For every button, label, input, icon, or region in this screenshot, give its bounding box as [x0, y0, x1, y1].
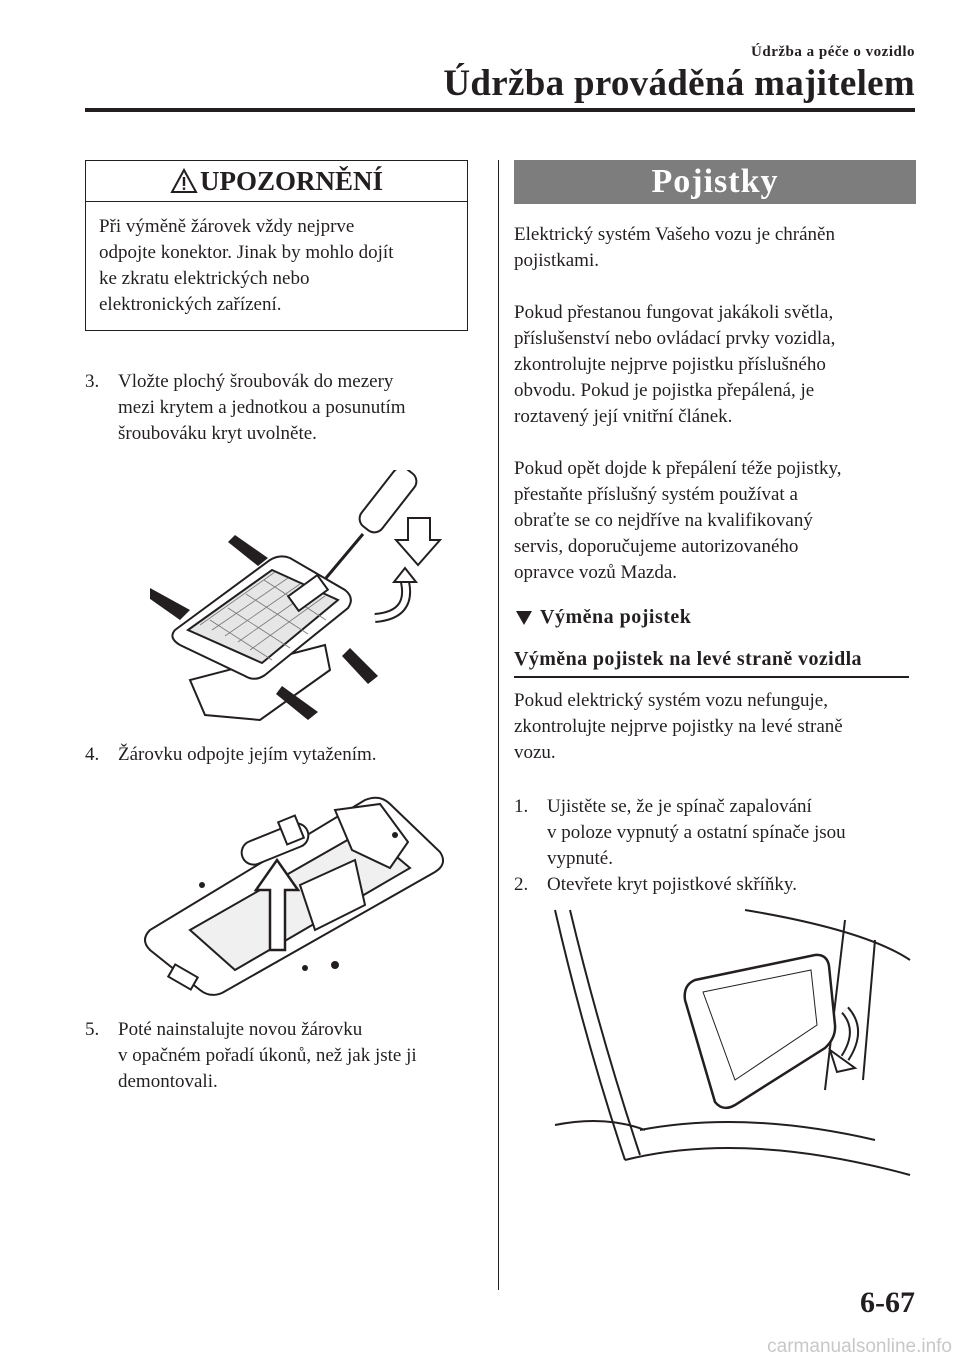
- paragraph-line: Pokud přestanou fungovat jakákoli světla…: [514, 302, 834, 323]
- step-line: v poloze vypnutý a ostatní spínače jsou: [547, 822, 846, 843]
- paragraph-line: roztavený její vnitřní článek.: [514, 406, 733, 427]
- step-line: šroubováku kryt uvolněte.: [118, 423, 317, 444]
- step-text: Vložte plochý šroubovák do mezery mezi k…: [118, 369, 406, 447]
- step-text: Žárovku odpojte jejím vytažením.: [118, 742, 377, 768]
- page-title: Údržba prováděná majitelem: [443, 63, 915, 104]
- paragraph-line: zkontrolujte nejprve pojistky na levé st…: [514, 716, 843, 737]
- step-line: Poté nainstalujte novou žárovku: [118, 1019, 363, 1040]
- fuse-step-1: 1. Ujistěte se, že je spínač zapalování …: [514, 794, 916, 874]
- step-4: 4. Žárovku odpojte jejím vytažením.: [85, 742, 485, 770]
- step-line: Vložte plochý šroubovák do mezery: [118, 371, 394, 392]
- step-number: 5.: [85, 1019, 100, 1040]
- caution-line: Při výměně žárovek vždy nejprve: [99, 216, 355, 237]
- fuses-paragraph-3: Pokud opět dojde k přepálení téže pojist…: [514, 456, 916, 586]
- step-line: mezi krytem a jednotkou a posunutím: [118, 397, 406, 418]
- subsubheading-rule: [514, 676, 909, 678]
- fuses-paragraph-4: Pokud elektrický systém vozu nefunguje, …: [514, 688, 916, 766]
- section-banner: Pojistky: [514, 160, 916, 204]
- caution-box: UPOZORNĚNÍ Při výměně žárovek vždy nejpr…: [85, 160, 468, 331]
- fuses-paragraph-2: Pokud přestanou fungovat jakákoli světla…: [514, 300, 916, 430]
- step-line: v opačném pořadí úkonů, než jak jste ji: [118, 1045, 417, 1066]
- fuse-box-cover-illustration: [554, 909, 911, 1176]
- paragraph-line: Pokud elektrický systém vozu nefunguje,: [514, 690, 828, 711]
- paragraph-line: přestaňte příslušný systém používat a: [514, 484, 798, 505]
- step-line: Ujistěte se, že je spínač zapalování: [547, 796, 812, 817]
- fuses-intro: Elektrický systém Vašeho vozu je chráněn…: [514, 222, 916, 274]
- paragraph-line: opravce vozů Mazda.: [514, 562, 678, 583]
- triangle-down-icon: [516, 610, 532, 625]
- caution-heading: UPOZORNĚNÍ: [86, 161, 467, 202]
- paragraph-line: obvodu. Pokud je pojistka přepálená, je: [514, 380, 815, 401]
- paragraph-line: zkontrolujte nejprve pojistku příslušnéh…: [514, 354, 826, 375]
- step-text: Ujistěte se, že je spínač zapalování v p…: [547, 794, 846, 872]
- lamp-cover-screwdriver-illustration: [150, 470, 443, 722]
- page-number: 6-67: [860, 1286, 915, 1319]
- step-number: 1.: [514, 796, 529, 817]
- step-line: vypnuté.: [547, 848, 613, 869]
- column-divider: [498, 160, 499, 1290]
- step-number: 3.: [85, 371, 100, 392]
- step-text: Poté nainstalujte novou žárovku v opačné…: [118, 1017, 417, 1095]
- paragraph-line: servis, doporučujeme autorizovaného: [514, 536, 799, 557]
- step-line: Žárovku odpojte jejím vytažením.: [118, 744, 377, 765]
- subheading: Výměna pojistek: [514, 606, 691, 629]
- watermark: carmanualsonline.info: [767, 1336, 952, 1357]
- step-number: 4.: [85, 744, 100, 765]
- step-text: Otevřete kryt pojistkové skříňky.: [547, 872, 797, 898]
- step-3: 3. Vložte plochý šroubovák do mezery mez…: [85, 369, 485, 449]
- paragraph-line: vozu.: [514, 742, 556, 763]
- subsubheading: Výměna pojistek na levé straně vozidla: [514, 648, 862, 670]
- step-line: demontovali.: [118, 1071, 218, 1092]
- step-5: 5. Poté nainstalujte novou žárovku v opa…: [85, 1017, 485, 1097]
- step-number: 2.: [514, 874, 529, 895]
- fuse-step-2: 2. Otevřete kryt pojistkové skříňky.: [514, 872, 916, 900]
- paragraph-line: Elektrický systém Vašeho vozu je chráněn: [514, 224, 835, 245]
- subheading-text: Výměna pojistek: [540, 606, 692, 628]
- caution-text: Při výměně žárovek vždy nejprve odpojte …: [86, 202, 467, 318]
- caution-line: odpojte konektor. Jinak by mohlo dojít: [99, 242, 394, 263]
- caution-line: elektronických zařízení.: [99, 294, 282, 315]
- paragraph-line: příslušenství nebo ovládací prvky vozidl…: [514, 328, 836, 349]
- header-rule: [85, 108, 915, 112]
- running-header-section: Údržba a péče o vozidlo: [751, 44, 915, 60]
- caution-heading-text: UPOZORNĚNÍ: [199, 165, 383, 196]
- caution-line: ke zkratu elektrických nebo: [99, 268, 310, 289]
- warning-triangle-icon: [170, 168, 198, 193]
- paragraph-line: obraťte se co nejdříve na kvalifikovaný: [514, 510, 813, 531]
- paragraph-line: pojistkami.: [514, 250, 599, 271]
- step-line: Otevřete kryt pojistkové skříňky.: [547, 874, 797, 895]
- paragraph-line: Pokud opět dojde k přepálení téže pojist…: [514, 458, 842, 479]
- bulb-removal-illustration: [144, 796, 445, 996]
